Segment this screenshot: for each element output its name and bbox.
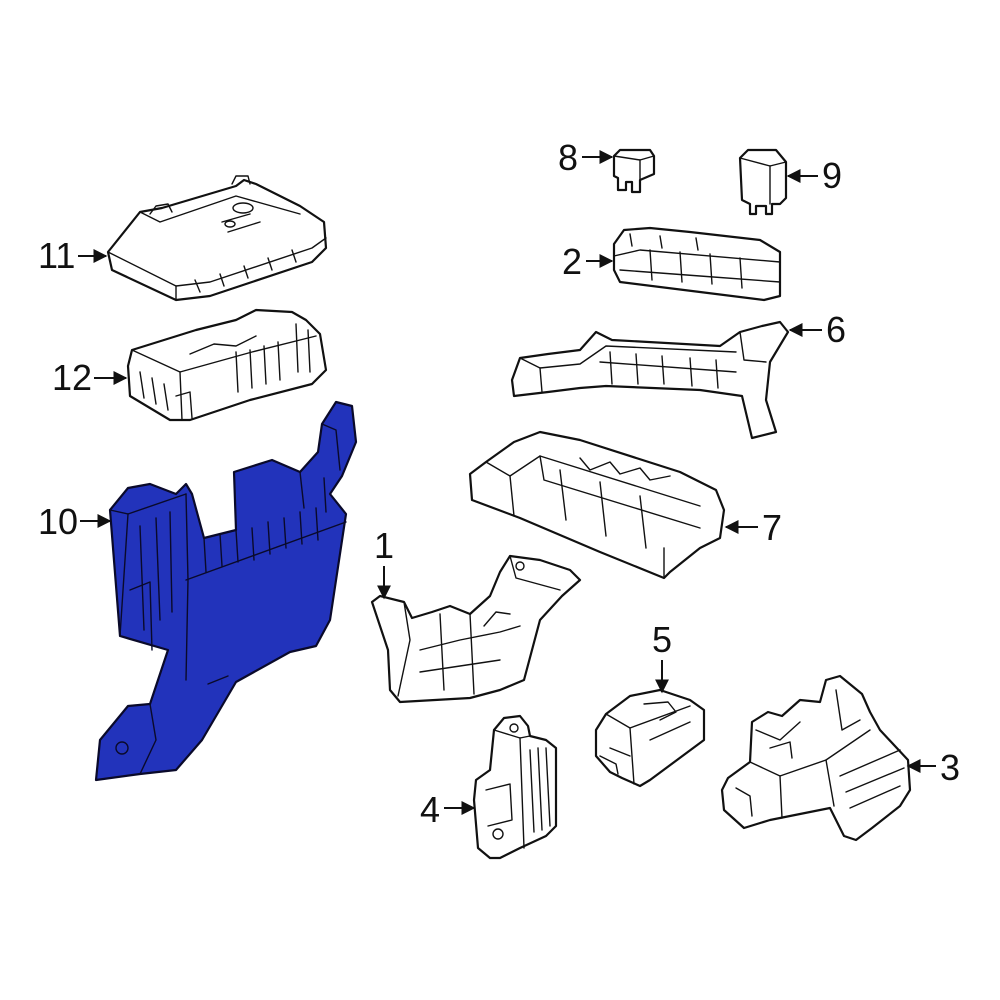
callout-5: 5 bbox=[652, 619, 672, 694]
callout-8: 8 bbox=[558, 137, 614, 178]
part-3-assembly[interactable] bbox=[720, 674, 912, 842]
callout-label-4: 4 bbox=[420, 789, 440, 830]
callout-4: 4 bbox=[420, 789, 476, 830]
part-10-bracket[interactable] bbox=[94, 400, 358, 782]
callout-3: 3 bbox=[906, 747, 960, 788]
callout-2: 2 bbox=[562, 241, 614, 282]
part-2-carrier[interactable] bbox=[612, 226, 782, 302]
part-5-module[interactable] bbox=[594, 688, 706, 788]
callout-12: 12 bbox=[52, 357, 128, 398]
callout-label-12: 12 bbox=[52, 357, 92, 398]
part-1-bracket[interactable] bbox=[370, 554, 582, 704]
callout-label-6: 6 bbox=[826, 309, 846, 350]
callout-6: 6 bbox=[788, 309, 846, 350]
callout-label-2: 2 bbox=[562, 241, 582, 282]
part-7-tray[interactable] bbox=[468, 430, 726, 580]
callout-11: 11 bbox=[38, 235, 108, 276]
callout-7: 7 bbox=[724, 507, 782, 548]
callout-label-8: 8 bbox=[558, 137, 578, 178]
part-4-connector[interactable] bbox=[472, 714, 558, 860]
callout-9: 9 bbox=[786, 155, 842, 196]
part-12-fuse-box[interactable] bbox=[126, 308, 328, 422]
callout-label-1: 1 bbox=[374, 525, 394, 566]
callout-label-7: 7 bbox=[762, 507, 782, 548]
callout-label-9: 9 bbox=[822, 155, 842, 196]
callout-1: 1 bbox=[374, 525, 394, 600]
callout-label-3: 3 bbox=[940, 747, 960, 788]
part-6-rail[interactable] bbox=[510, 320, 790, 440]
callout-10: 10 bbox=[38, 501, 112, 542]
part-11-cover[interactable] bbox=[106, 175, 328, 302]
callout-label-10: 10 bbox=[38, 501, 78, 542]
callout-label-11: 11 bbox=[38, 235, 75, 276]
part-8-fuse[interactable] bbox=[612, 148, 656, 194]
part-9-relay[interactable] bbox=[738, 148, 788, 216]
callout-label-5: 5 bbox=[652, 619, 672, 660]
